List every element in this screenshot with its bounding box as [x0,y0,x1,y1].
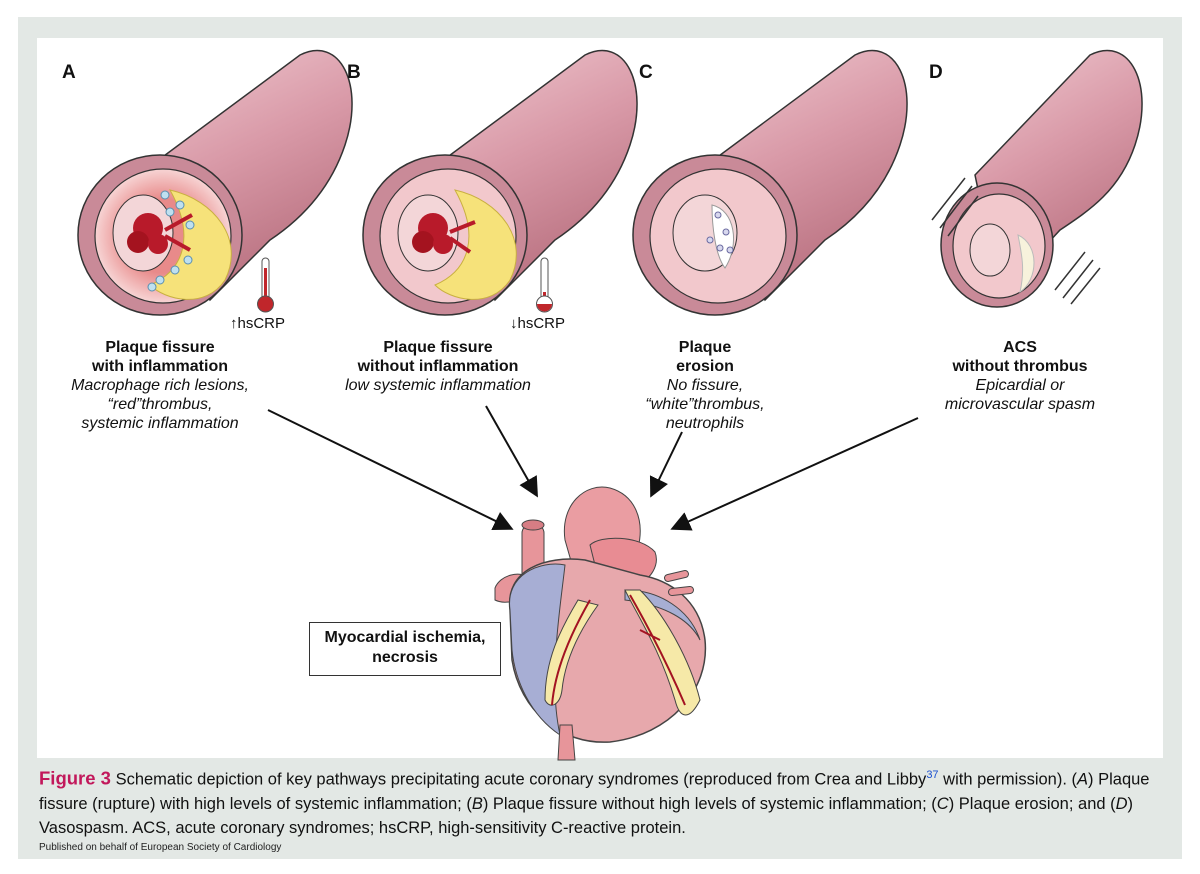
panel-d-subtitle: Epicardial or microvascular spasm [944,377,1096,413]
caption-c: C [936,794,949,813]
panel-d-title: ACS without thrombus [952,339,1088,375]
panel-letter-c: C [639,62,653,83]
panel-c-title: Plaque erosion [676,339,734,375]
reference-link[interactable]: 37 [926,769,939,781]
panel-letter-b: B [347,62,361,83]
pathway-arrows [267,405,919,531]
caption-text-3: ) Plaque fissure (rupture) with high lev… [39,770,1150,813]
panel-letter-a: A [62,62,76,83]
publisher-footer: Published on behalf of European Society … [39,842,282,853]
panel-a-subtitle: Macrophage rich lesions, “red”thrombus, … [71,377,249,432]
hscrp-high-label: ↑hsCRP [230,315,286,332]
panel-c-subtitle: No fissure, “white”thrombus, neutrophils [645,377,765,432]
panel-b-caption: Plaque fissure without inflammation low … [318,338,558,395]
figure-label: Figure 3 [39,767,111,789]
panel-b-subtitle: low systemic inflammation [345,377,531,394]
caption-text-1: Schematic depiction of key pathways prec… [115,770,927,789]
vessel-d-illustration [931,49,1143,308]
vessel-b-illustration [362,49,638,316]
panel-a-title: Plaque fissure with inflammation [92,339,228,375]
caption-text-2: with permission). ( [938,770,1078,789]
outcome-box: Myocardial ischemia, necrosis [309,622,501,676]
caption-b: B [471,794,483,813]
caption-a: A [1077,770,1089,789]
panel-b-title: Plaque fissure without inflammation [357,339,519,375]
caption-text-4: ) Plaque fissure without high levels of … [482,794,937,813]
caption-d: D [1115,794,1128,813]
hscrp-low-label: ↓hsCRP [510,315,566,332]
caption-text-6: ) Vasospasm. ACS, acute coronary syndrom… [39,794,1134,837]
vessel-a-illustration [77,49,353,316]
figure-caption: Figure 3 Schematic depiction of key path… [39,763,1169,840]
panel-c-caption: Plaque erosion No fissure, “white”thromb… [620,338,790,433]
panel-d-caption: ACS without thrombus Epicardial or micro… [920,338,1120,414]
vessel-c-illustration [632,49,908,316]
panel-a-caption: Plaque fissure with inflammation Macroph… [60,338,260,433]
caption-text-5: ) Plaque erosion; and ( [948,794,1116,813]
heart-illustration [494,486,707,761]
panel-letter-d: D [929,62,943,83]
